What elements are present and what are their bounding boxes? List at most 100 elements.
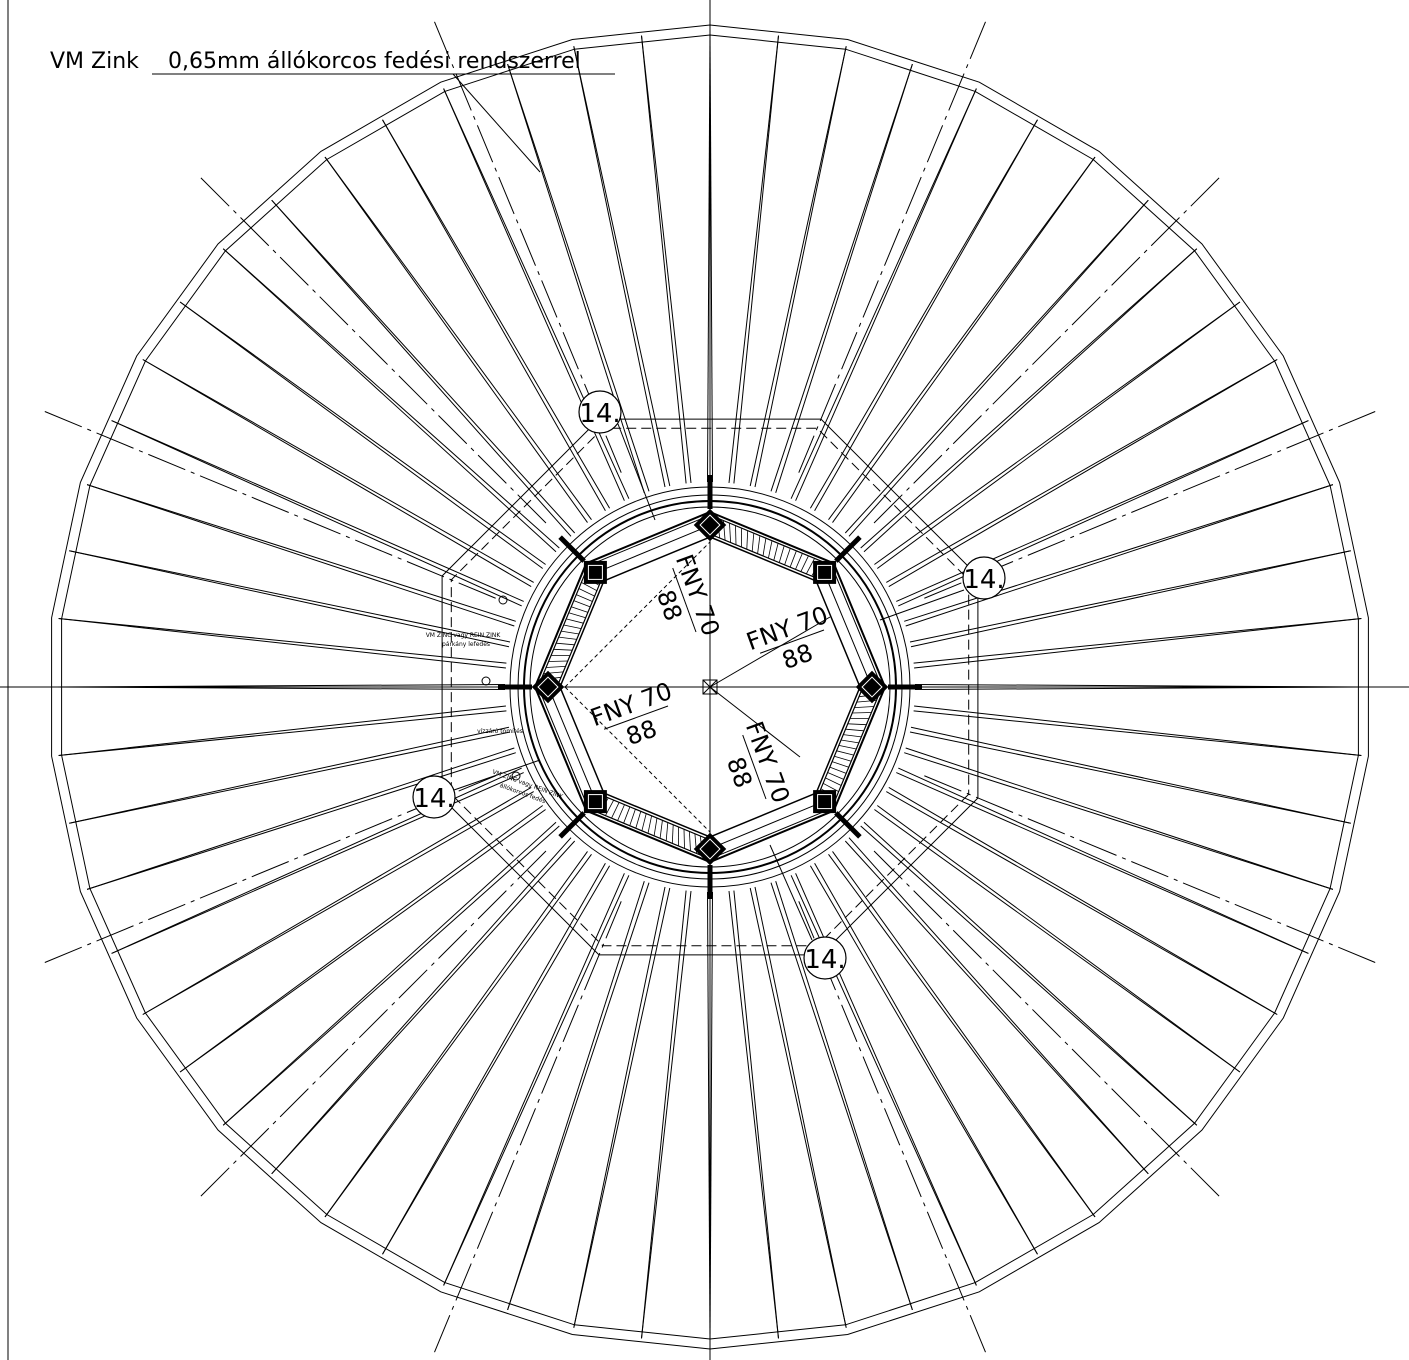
panel-seam-line (324, 156, 588, 523)
panel-seam-line (271, 199, 576, 534)
panel-seam-line (909, 731, 1351, 824)
panel-seam-line (142, 786, 532, 1015)
panel-seam-line (770, 882, 913, 1311)
curb-octagon-outer (441, 418, 979, 956)
panel-seam-line (910, 550, 1351, 648)
hatch-line (854, 706, 874, 708)
panel-seam-line (324, 156, 592, 520)
panel-seam-line (111, 772, 524, 954)
hatch-line (653, 817, 658, 836)
axis-line (434, 899, 623, 1353)
panel-seam-line (775, 63, 913, 493)
panel-seam-line (832, 156, 1096, 523)
panel-seam-line (828, 156, 1096, 520)
panel-seam-line (905, 747, 1334, 890)
panel-seam-line (271, 837, 572, 1175)
hatch-line (784, 548, 791, 566)
detail-marker-circle (578, 390, 622, 434)
label-leader (709, 616, 831, 688)
window-label-rule (742, 734, 767, 800)
note-seal: vízzáró tömítés (477, 728, 523, 735)
hatch-line (847, 723, 867, 726)
panel-seam-line (814, 863, 1038, 1255)
panel-seam-line (913, 618, 1362, 664)
panel-seam-line (58, 618, 507, 664)
hatch-line (635, 811, 642, 829)
hatch-line (773, 543, 779, 561)
hatch-line (665, 822, 669, 841)
hatch-line (558, 636, 577, 640)
panel-seam-line (754, 886, 847, 1328)
panel-seam-line (324, 851, 588, 1218)
hatch-line (683, 829, 685, 849)
panel-seam-line (770, 63, 913, 492)
panel-seam-line (443, 873, 625, 1286)
window-label-4: FNY 70 88 (721, 718, 795, 807)
panel-seam-line (888, 359, 1278, 588)
bracket-strip (834, 811, 862, 839)
hatch-line (576, 594, 593, 602)
panel-seam-line (271, 199, 572, 537)
corner-post (583, 560, 607, 584)
hatch-line (641, 813, 647, 831)
panel-seam-line (888, 786, 1278, 1015)
corner-post (813, 790, 837, 814)
panel-seam-line (877, 805, 1241, 1073)
panel-seam-line (142, 359, 532, 588)
hatch-line (561, 630, 580, 635)
panel-seam-line (910, 726, 1351, 824)
hatch-line (825, 777, 842, 786)
marker-leader (617, 423, 656, 521)
hatch-line (546, 666, 566, 668)
panel-seam-line (86, 752, 516, 890)
hatch-line (573, 600, 591, 608)
curb-octagon-dashed (450, 427, 970, 947)
panel-seam-line (844, 199, 1149, 534)
panel-seam-line (728, 891, 779, 1339)
panel-seam-line (58, 710, 507, 756)
hatch-line (827, 772, 844, 780)
hatch-line (762, 538, 767, 557)
axis-line (872, 177, 1220, 525)
corner-post-inset (587, 564, 603, 580)
panel-seam-line (886, 359, 1278, 583)
panel-seam-line (860, 248, 1198, 549)
hatch-line (778, 545, 785, 563)
hatch-line (852, 712, 872, 714)
panel-seam-line (111, 420, 522, 607)
panel-seam-line (507, 882, 650, 1311)
corner-post (693, 508, 727, 542)
corner-post (693, 832, 727, 866)
window-label-rule (759, 629, 825, 654)
note-gutter-1: VM ZINC vagy REIN ZINK (426, 632, 502, 639)
axis-line (200, 849, 548, 1197)
panel-seam-line (179, 809, 546, 1073)
note-gutter-1b: párkány lefedés (442, 641, 490, 648)
hatch-line (729, 523, 731, 543)
label-leader (709, 686, 801, 758)
corner-post-inset (699, 514, 721, 536)
panel-seam-line (222, 248, 560, 549)
panel-seam-line (86, 484, 515, 627)
panel-seam-line (749, 46, 847, 487)
hatch-line (548, 660, 568, 662)
panel-seam-line (905, 484, 1334, 627)
panel-seam-line (507, 63, 650, 492)
panel-seam-line (86, 484, 516, 622)
panel-seam-line (863, 248, 1198, 553)
window-label-3: FNY 70 88 (587, 677, 676, 751)
marker-leader (453, 759, 541, 791)
panel-seam-line (641, 35, 687, 484)
panel-seam-line (877, 301, 1241, 569)
detail-marker-label: 14. (579, 399, 620, 429)
panel-seam-line (573, 887, 671, 1328)
panel-seam-line (179, 805, 543, 1073)
panel-seam-line (641, 35, 692, 483)
marker-leader (769, 844, 813, 941)
panel-seam-line (896, 772, 1309, 954)
hatch-line (629, 808, 636, 826)
corner-post (531, 670, 565, 704)
marker-group-1: 14. (578, 390, 656, 521)
panel-seam-line (222, 821, 557, 1126)
panel-seam-line (733, 35, 779, 484)
